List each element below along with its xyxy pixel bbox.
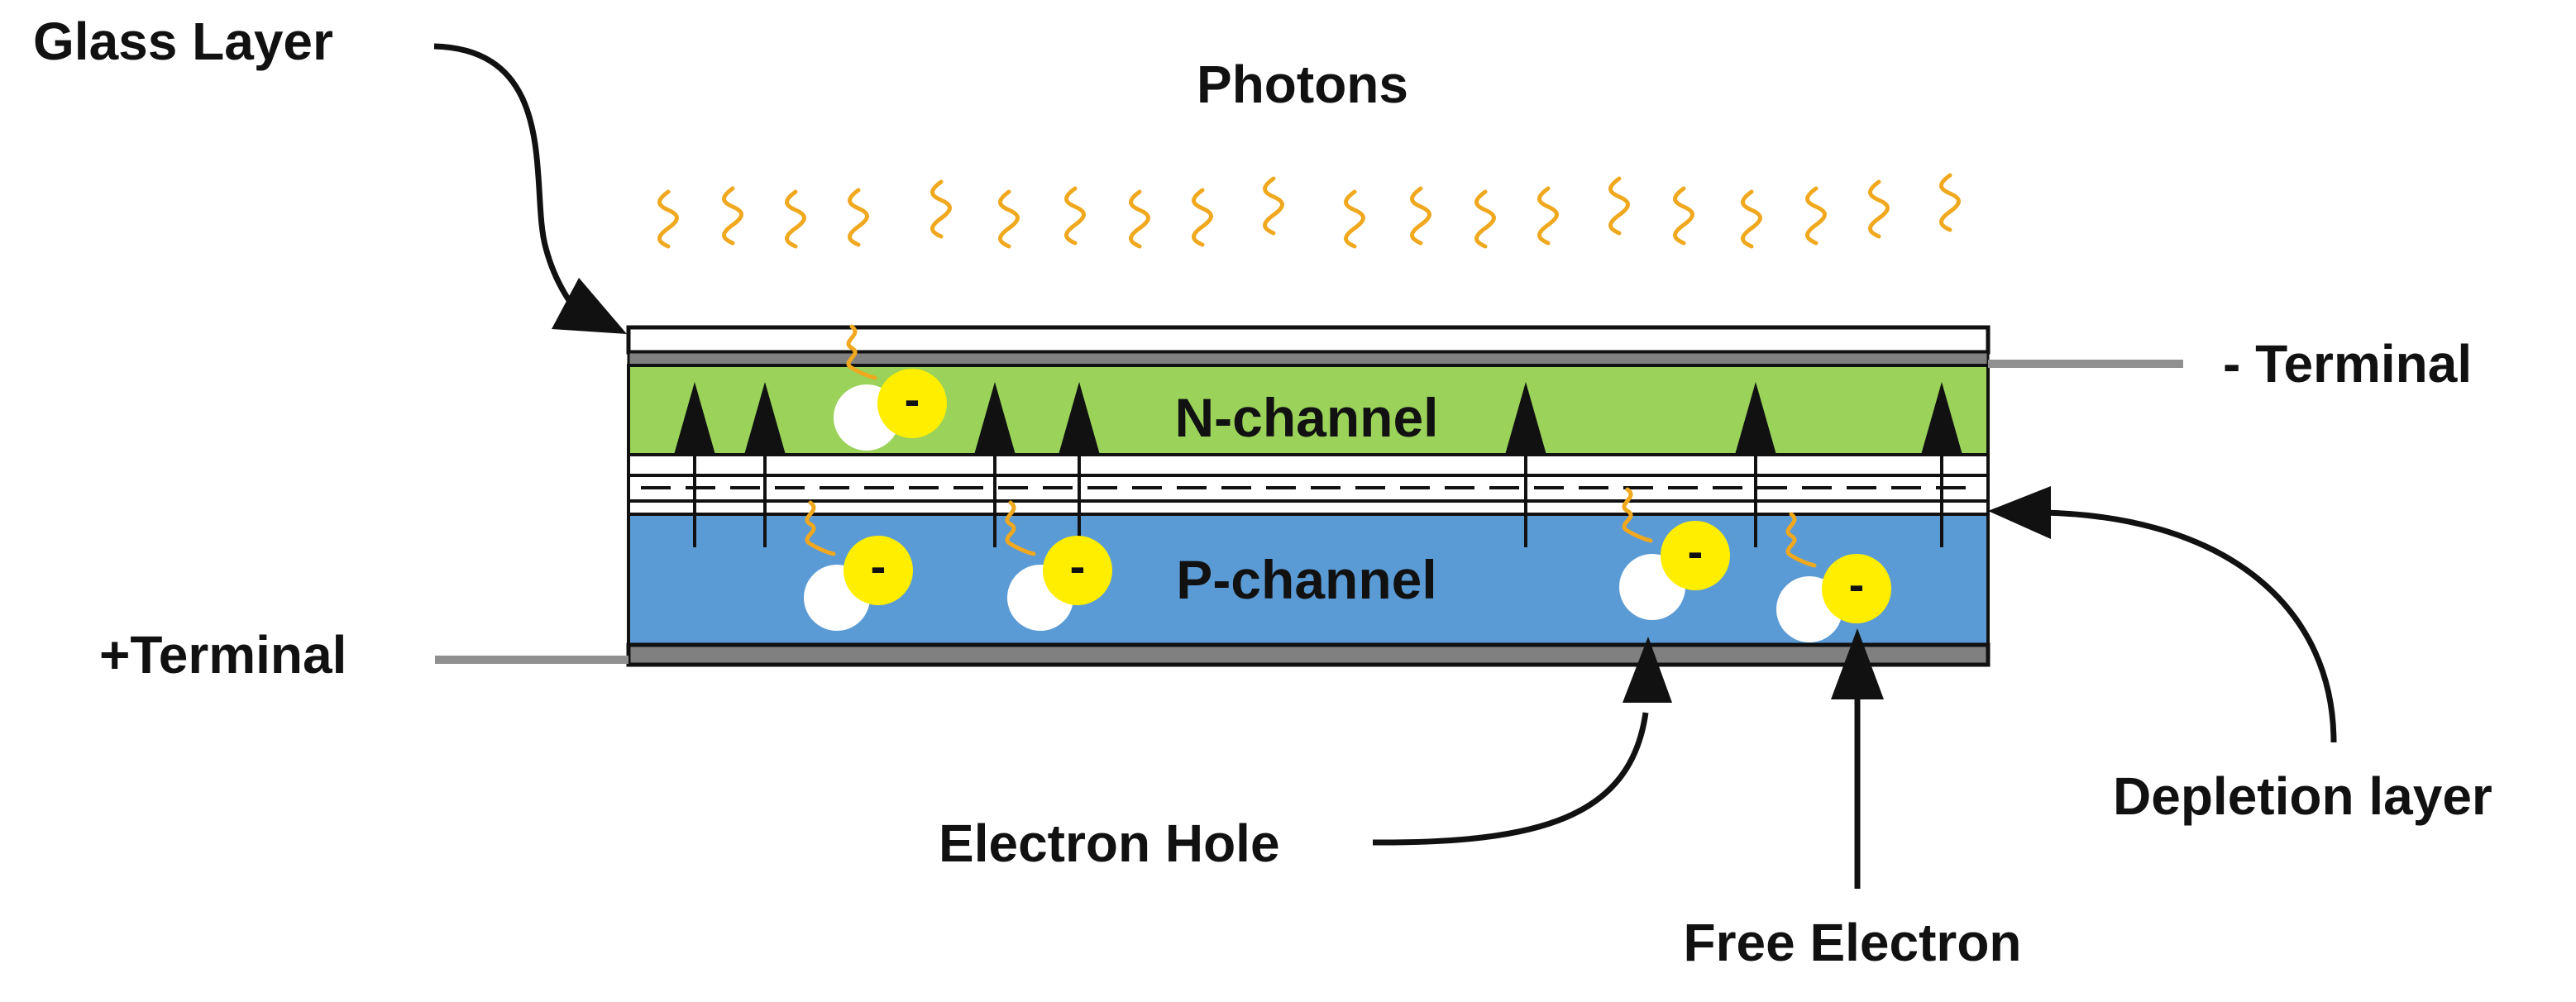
wavy-photon-icon — [1001, 192, 1018, 246]
wavy-photon-icon — [1477, 192, 1494, 246]
wavy-photon-icon — [1265, 179, 1283, 233]
wavy-photon-icon — [1871, 182, 1888, 236]
electron-charge: - — [1688, 525, 1704, 577]
callout-arrows — [433, 43, 2337, 889]
wavy-photon-icon — [660, 192, 677, 246]
wavy-photon-icon — [787, 192, 805, 246]
wavy-photon-icon — [1942, 175, 1959, 230]
electron-hole-label: Electron Hole — [939, 814, 1280, 873]
wavy-photon-icon — [1743, 192, 1761, 246]
glass-layer — [626, 325, 1991, 355]
wavy-photon-icon — [1067, 188, 1084, 243]
electron-hole-pair: - — [1619, 487, 1730, 620]
depletion-layer-label: Depletion layer — [2113, 766, 2492, 826]
electron-icon — [1822, 554, 1891, 623]
electron-icon — [877, 369, 947, 438]
arrowhead-icon — [552, 278, 627, 334]
arrowhead-icon — [1988, 486, 2051, 539]
photons-label: Photons — [1197, 55, 1408, 114]
upward-arrow-icon — [974, 382, 1016, 547]
glass-layer-label: Glass Layer — [33, 12, 333, 71]
electron-icon — [1661, 521, 1730, 590]
photon-row — [660, 175, 1959, 246]
photon-trail — [805, 500, 836, 556]
electron-charge: - — [1070, 540, 1086, 592]
electron-hole-callout — [1372, 712, 1649, 846]
p-channel-label: P-channel — [1176, 549, 1436, 610]
bottom-contact — [626, 642, 1991, 667]
electron-hole-pair: - — [834, 324, 947, 451]
arrowhead-icon — [1623, 637, 1672, 703]
electron-charge: - — [871, 540, 887, 592]
glass-layer-callout — [433, 43, 583, 317]
electron-hole-pair: - — [804, 500, 913, 631]
upward-arrow-icon — [674, 382, 715, 547]
upward-arrow-icon — [1921, 382, 1962, 547]
wavy-photon-icon — [1611, 179, 1628, 233]
plus-terminal-label: +Terminal — [99, 625, 346, 685]
wavy-photon-icon — [1808, 188, 1825, 243]
upward-arrow-icon — [1059, 382, 1100, 547]
upward-arrow-icon — [1735, 382, 1776, 547]
photon-trail — [846, 324, 877, 380]
wavy-photon-icon — [1194, 190, 1212, 245]
depletion-layer — [627, 453, 1990, 516]
wavy-photon-icon — [1675, 188, 1693, 243]
electron-hole-pair: - — [1005, 500, 1112, 631]
electron-charge: - — [1849, 558, 1865, 610]
free-electron-label: Free Electron — [1683, 913, 2021, 972]
wavy-photon-icon — [850, 190, 867, 245]
photon-trail — [1005, 500, 1036, 556]
electron-icon — [844, 536, 913, 605]
field-arrows — [674, 382, 1962, 547]
depletion-layer-callout — [2042, 509, 2337, 743]
upward-arrow-icon — [1505, 382, 1546, 547]
photon-trail — [1785, 512, 1817, 568]
arrowhead-icon — [1831, 628, 1884, 699]
wavy-photon-icon — [1131, 192, 1149, 246]
wavy-photon-icon — [1412, 188, 1430, 243]
wavy-photon-icon — [1346, 192, 1364, 246]
electron-charge: - — [905, 373, 920, 425]
wavy-photon-icon — [933, 182, 950, 236]
minus-terminal-label: - Terminal — [2223, 334, 2472, 394]
electron-icon — [1043, 536, 1112, 605]
electron-hole-pair: - — [1776, 512, 1891, 642]
n-channel-label: N-channel — [1174, 387, 1438, 448]
photon-trail — [1622, 487, 1653, 543]
wavy-photon-icon — [724, 188, 742, 243]
top-contact — [627, 351, 1990, 367]
wavy-photon-icon — [1540, 188, 1557, 243]
upward-arrow-icon — [744, 382, 786, 547]
